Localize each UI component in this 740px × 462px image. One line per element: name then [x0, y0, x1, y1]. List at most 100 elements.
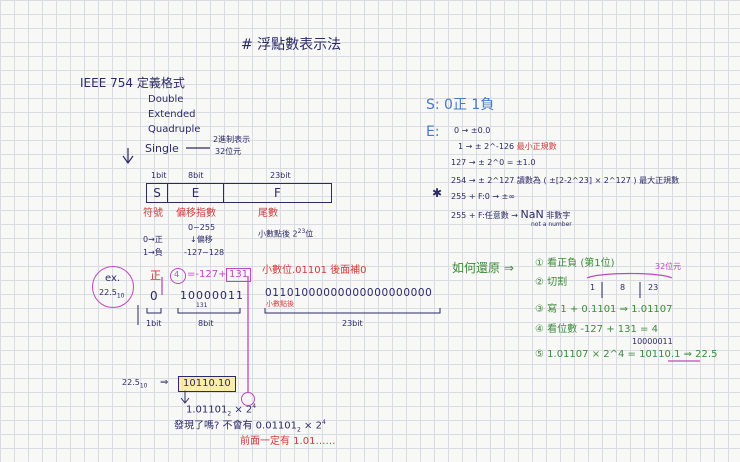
e-row-5-lhs: 255 + F:任意數 →: [451, 211, 518, 220]
format-extended: Extended: [148, 109, 196, 120]
example-value-base: 10: [116, 292, 125, 300]
page-title: # 浮點數表示法: [241, 37, 342, 53]
single-note-binary: 2進制表示: [213, 135, 251, 144]
e-row-1-rhs: ± 2^-126: [474, 142, 515, 151]
example-value-num: 22.5: [99, 288, 117, 297]
restore-step-1-text: 看正負 (第1位): [547, 258, 615, 269]
restore-step-5-num: ⑤: [535, 349, 544, 360]
normalized-exp: 4: [252, 403, 257, 410]
question-times: × 2: [304, 420, 322, 432]
field-f: F: [274, 186, 281, 200]
conv-arrow: ⇒: [160, 377, 169, 388]
f-note-tail: 位: [305, 229, 314, 239]
e-row-2-rhs: ± 2^0 = ±1.0: [478, 158, 536, 167]
step4-circle: [170, 268, 186, 284]
e-label: E:: [426, 124, 440, 140]
exp-boxed: 131: [226, 268, 252, 282]
f-note-text: 小數點後 2: [258, 229, 298, 239]
question-text: 發現了嗎? 不會有 0.011012 × 24: [174, 420, 326, 433]
restore-step-4-text: 看位數 -127 + 131 = 4: [547, 324, 658, 335]
e-row-3: 254 → ± 2^127 讀數為 ( ±[2-2^23] × 2^127 ) …: [451, 177, 679, 185]
f-note-exp: 23: [297, 228, 306, 235]
e-row-0-lhs: 0 →: [454, 126, 469, 135]
e-row-4-lhs: 255 + F:0 →: [451, 192, 500, 201]
exp-calc: =-127+: [187, 269, 227, 280]
field-name-exponent: 偏移指數: [176, 208, 216, 219]
e-row-5-note: 非數字: [546, 211, 571, 220]
e-row-3-rhs: ± 2^127: [478, 176, 515, 185]
field-e: E: [168, 184, 224, 202]
format-double: Double: [148, 94, 184, 105]
e-row-0-rhs: ±0.0: [470, 126, 491, 135]
single-note-32bit: 32位元: [215, 147, 242, 156]
sign-negative: 1→負: [143, 248, 163, 257]
conv-binary-box: 10110.10: [178, 376, 236, 392]
e-row-1-lhs: 1 →: [458, 142, 473, 151]
conv-lhs: 22.510: [122, 379, 147, 390]
frac-bits: 01101000000000000000000: [265, 287, 433, 299]
step4-circle-2: [241, 392, 255, 406]
question-exp: 4: [321, 419, 326, 426]
restore-step-2-num: ②: [535, 277, 544, 288]
example-label: ex.: [105, 273, 121, 284]
normalized-base: 2: [227, 410, 232, 418]
svg-text:✱: ✱: [432, 186, 442, 200]
restore-step-3-text: 寫 1 + 0.1101 ⇒ 1.01107: [547, 304, 673, 315]
example-circle: [92, 266, 134, 308]
restore-step-4-bits: 10000011: [632, 337, 673, 346]
conv-lhs-base: 10: [139, 382, 148, 390]
frac-sub-note: 小數點後: [266, 300, 294, 308]
restore-step-5-text: 1.01107 × 2^4 = 10110.1 ⇒ 22.5: [547, 349, 718, 360]
restore-step-5: ⑤ 1.01107 × 2^4 = 10110.1 ⇒ 22.5: [535, 350, 717, 360]
bits-label-23: 23bit: [342, 319, 363, 328]
sign-bit: 0: [150, 289, 158, 303]
e-row-3-note: 讀數為 ( ±[2-2^23] × 2^127 ) 最大正規數: [516, 176, 680, 185]
ieee-heading: IEEE 754 定義格式: [80, 76, 185, 90]
split-note: 32位元: [655, 262, 682, 271]
e-row-4-rhs: ±∞: [501, 192, 515, 201]
exp-bits: 10000011: [180, 289, 244, 302]
question-main: 發現了嗎? 不會有 0.01101: [174, 420, 298, 432]
restore-step-2-text: 切割: [547, 277, 568, 288]
sign-positive: 0→正: [143, 235, 163, 244]
nan-note: not a number: [531, 221, 572, 228]
e-row-4: 255 + F:0 → ±∞: [451, 193, 515, 201]
restore-step-1: ① 看正負 (第1位): [535, 259, 615, 269]
question-base: 2: [297, 426, 301, 434]
positive-label: 正: [150, 269, 161, 282]
bits-label-1: 1bit: [146, 319, 162, 328]
e-range-arrow-label: 偏移: [196, 235, 213, 244]
field-layout-box: S E F: [146, 183, 332, 203]
format-single: Single: [145, 142, 179, 155]
format-quadruple: Quadruple: [148, 124, 201, 135]
e-row-0: 0 → ±0.0: [454, 127, 490, 135]
split-part-1: 1: [590, 283, 596, 292]
e-range-raw: 0~255: [188, 223, 216, 232]
restore-title: 如何還原 ⇒: [452, 261, 514, 275]
normalized-times: × 2: [234, 404, 253, 416]
always-note: 前面一定有 1.01……: [240, 436, 336, 447]
e-row-5: 255 + F:任意數 → NaN 非數字: [451, 209, 570, 220]
s-rule: S: 0正 1負: [426, 97, 495, 113]
frac-note: 小數位.01101 後面補0: [262, 265, 367, 276]
step4-num: 4: [174, 270, 180, 279]
normalized: 1.011012 × 24: [186, 404, 256, 417]
e-row-1: 1 → ± 2^-126 最小正規數: [458, 143, 557, 151]
e-row-1-note: 最小正規數: [516, 142, 557, 151]
field-s: S: [147, 184, 168, 202]
restore-step-4: ④ 看位數 -127 + 131 = 4: [535, 325, 658, 335]
e-row-2: 127 → ± 2^0 = ±1.0: [451, 159, 535, 167]
bits-label-8: 8bit: [198, 319, 214, 328]
restore-step-2: ② 切割: [535, 278, 567, 288]
restore-step-3: ③ 寫 1 + 0.1101 ⇒ 1.01107: [535, 305, 673, 315]
exp-dec: 131: [196, 302, 208, 309]
restore-step-4-num: ④: [535, 324, 544, 335]
restore-step-1-num: ①: [535, 258, 544, 269]
field-name-mantissa: 尾數: [258, 208, 278, 219]
bits-e: 8bit: [188, 171, 204, 180]
e-range-arrow: ↓偏移: [190, 235, 213, 244]
split-part-23: 23: [648, 283, 659, 292]
e-row-5-rhs: NaN: [520, 208, 544, 221]
field-name-sign: 符號: [143, 208, 163, 219]
e-range-biased: -127~128: [184, 248, 225, 257]
